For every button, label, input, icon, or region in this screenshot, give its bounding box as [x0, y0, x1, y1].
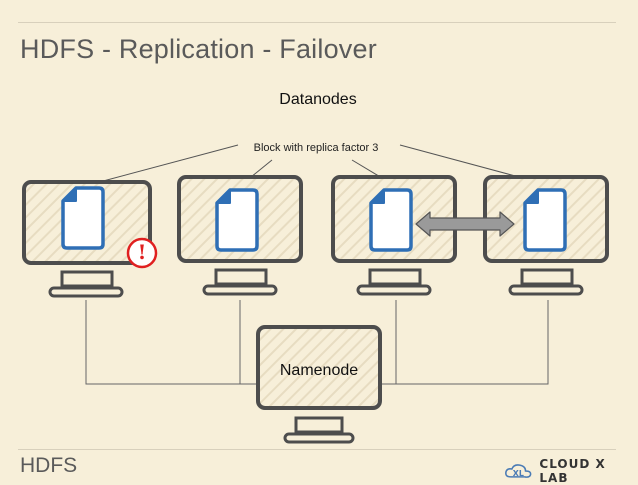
- block-replica-label: Block with replica factor 3: [254, 142, 379, 154]
- monitor-neck: [520, 268, 574, 286]
- monitor-base: [356, 284, 432, 296]
- connection-datanode-4: [380, 300, 549, 385]
- replication-double-arrow: [415, 211, 515, 237]
- file-icon: [369, 188, 413, 252]
- file-icon: [215, 188, 259, 252]
- monitor-base: [202, 284, 278, 296]
- alert-icon: !: [126, 237, 158, 269]
- monitor-base: [508, 284, 584, 296]
- monitor-neck: [214, 268, 268, 286]
- brand-text: CLOUD X LAB: [539, 457, 606, 485]
- brand-logo: XL CLOUD X LAB: [504, 457, 638, 485]
- pointer-to-datanode-1: [91, 144, 239, 185]
- monitor-neck: [60, 270, 114, 288]
- cloud-icon: XL: [505, 464, 532, 478]
- file-icon: [61, 186, 105, 250]
- footer-label: HDFS: [20, 454, 78, 477]
- datanode-3: [331, 175, 457, 296]
- datanodes-label: Datanodes: [279, 91, 356, 108]
- svg-text:!: !: [138, 240, 147, 264]
- namenode: Namenode: [256, 325, 382, 444]
- top-divider: [18, 22, 616, 23]
- datanode-1: !: [22, 180, 158, 298]
- monitor-base: [48, 286, 124, 298]
- monitor-screen: [256, 325, 382, 410]
- monitor-base: [283, 432, 355, 444]
- slide-title: HDFS - Replication - Failover: [20, 34, 377, 64]
- namenode-label: Namenode: [280, 362, 358, 379]
- file-icon: [523, 188, 567, 252]
- namenode-connections: [85, 300, 549, 385]
- svg-text:XL: XL: [513, 469, 524, 478]
- connection-datanode-1: [85, 300, 258, 385]
- datanode-4: [483, 175, 609, 296]
- monitor-neck: [294, 416, 344, 434]
- datanode-2: [177, 175, 303, 296]
- bottom-divider: [18, 449, 616, 450]
- monitor-neck: [368, 268, 422, 286]
